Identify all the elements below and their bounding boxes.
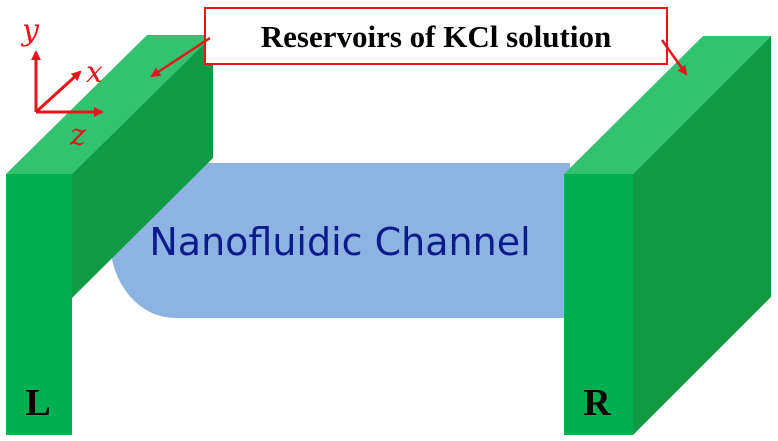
coordinate-axes: y x z [20, 13, 104, 153]
right-reservoir-top [564, 36, 771, 174]
right-reservoir-side [633, 36, 771, 435]
nanofluidic-channel [110, 163, 570, 318]
x-axis-arrow [34, 70, 82, 114]
callout-box [204, 7, 668, 65]
callout-arrow-right [660, 39, 688, 76]
channel-label: Nanofluidic Channel [149, 220, 530, 264]
callout-arrow-left [150, 36, 211, 78]
left-reservoir-front [6, 174, 72, 435]
y-axis-label: y [20, 13, 40, 48]
channel-body [110, 163, 570, 318]
x-axis-label: x [86, 55, 103, 90]
right-reservoir-front [564, 174, 633, 435]
right-reservoir [564, 36, 771, 435]
left-reservoir-side [72, 35, 213, 298]
z-axis-label: z [69, 118, 86, 153]
left-reservoir-label: L [25, 382, 50, 424]
callout-label: Reservoirs of KCl solution [261, 19, 611, 54]
reservoir-callout: Reservoirs of KCl solution [150, 7, 688, 78]
right-reservoir-label: R [583, 382, 611, 424]
